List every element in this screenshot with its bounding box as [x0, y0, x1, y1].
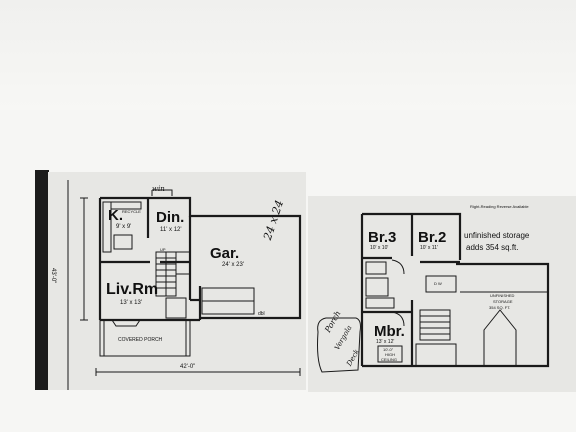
storage-label-line1: UNFINISHED	[490, 293, 515, 298]
bedroom-2-dimensions: 10' x 11'	[420, 245, 438, 251]
garage-dimensions: 24' x 23'	[222, 262, 244, 268]
dbl-label: dbl	[258, 311, 265, 317]
scan-edge-bar	[35, 170, 49, 390]
reverse-available-note: Right-Reading Reverse Available	[470, 204, 529, 209]
recycle-label: RECYCLE	[122, 209, 141, 214]
master-bedroom-dimensions: 13' x 12'	[376, 339, 395, 345]
living-room-dimensions: 13' x 13'	[120, 300, 142, 306]
first-floor-shade	[48, 172, 306, 390]
living-room-label: Liv.Rm	[106, 281, 159, 298]
master-bedroom-label: Mbr.	[374, 323, 405, 340]
dining-dimensions: 11' x 12'	[160, 227, 182, 233]
first-floor-details	[67, 180, 301, 390]
second-floor-shade	[308, 196, 576, 392]
second-floor-walls	[360, 212, 550, 368]
storage-note-line1: unfinished storage	[464, 231, 530, 240]
kitchen-label: K.	[108, 207, 123, 224]
ceiling-line2: HIGH	[385, 352, 395, 357]
laundry-dw-label: D W	[434, 281, 442, 286]
covered-porch-label: COVERED PORCH	[118, 337, 163, 343]
window-handwritten-note: win	[152, 185, 165, 193]
second-floor-details	[317, 259, 548, 373]
storage-note-line2: adds 354 sq.ft.	[466, 243, 519, 252]
dining-label: Din.	[156, 209, 185, 226]
ceiling-line1: 10'-0"	[383, 347, 394, 352]
bedroom-2-label: Br.2	[418, 229, 447, 246]
stair-up-label: UP	[160, 247, 166, 252]
ceiling-line3: CEILING	[381, 357, 398, 362]
storage-label-line3: 354 SQ. FT.	[489, 305, 511, 310]
garage-label: Gar.	[210, 245, 240, 262]
width-dimension: 42'-0"	[180, 364, 196, 370]
bedroom-3-label: Br.3	[368, 229, 397, 246]
kitchen-dimensions: 9' x 9'	[116, 224, 132, 230]
blank-scan-area	[0, 0, 576, 110]
storage-label-line2: STORAGE	[493, 299, 513, 304]
bedroom-3-dimensions: 10' x 10'	[370, 245, 389, 251]
depth-dimension: 43'-0"	[50, 268, 56, 284]
